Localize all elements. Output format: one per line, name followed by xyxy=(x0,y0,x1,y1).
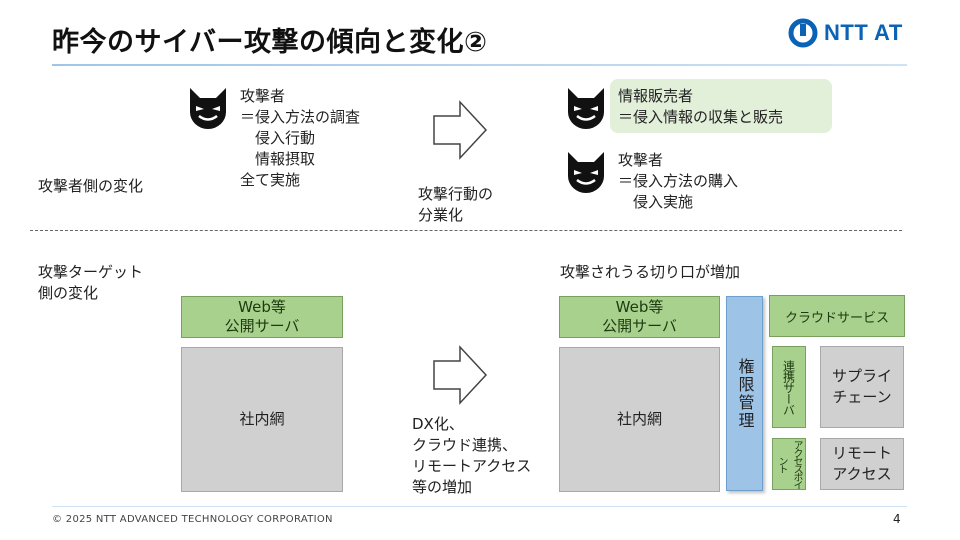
left-web-server-box: Web等 公開サーバ xyxy=(181,296,343,338)
page-number: 4 xyxy=(893,512,901,526)
section-divider xyxy=(30,230,902,231)
attacker-before-text: 攻撃者 ＝侵入方法の調査 侵入行動 情報摂取 全て実施 xyxy=(240,87,361,189)
devil-icon xyxy=(190,88,226,129)
link-server-box: 連携サーバ xyxy=(772,346,806,428)
attacker-side-label: 攻撃者側の変化 xyxy=(38,177,144,195)
access-management-label: 権限管理 xyxy=(735,357,755,430)
link-server-label: 連携サーバ xyxy=(781,359,796,415)
right-internal-network-box: 社内網 xyxy=(559,347,720,492)
right-arrow-icon xyxy=(433,100,488,160)
seller-highlight xyxy=(610,79,832,133)
company-logo: NTT AT xyxy=(788,18,903,48)
devil-icon xyxy=(568,152,604,193)
right-web-server-box: Web等 公開サーバ xyxy=(559,296,720,338)
devil-icon xyxy=(568,88,604,129)
attacker-after-text: 攻撃者 ＝侵入方法の購入 侵入実施 xyxy=(618,151,739,211)
attack-surface-heading: 攻撃されうる切り口が増加 xyxy=(560,263,741,281)
division-of-labor-label: 攻撃行動の 分業化 xyxy=(418,185,494,224)
access-management-box: 権限管理 xyxy=(726,296,763,491)
access-point-box: アクセスポイント xyxy=(772,438,806,490)
supply-chain-box: サプライ チェーン xyxy=(820,346,904,428)
info-seller-text: 情報販売者 ＝侵入情報の収集と販売 xyxy=(618,87,784,126)
cloud-service-box: クラウドサービス xyxy=(769,295,905,337)
right-arrow-icon xyxy=(433,345,488,405)
dx-trend-label: DX化、 クラウド連携、 リモートアクセス 等の増加 xyxy=(412,415,532,496)
access-point-label: アクセスポイント xyxy=(776,440,802,488)
footer-divider xyxy=(52,506,907,507)
left-internal-network-box: 社内網 xyxy=(181,347,343,492)
page-title: 昨今のサイバー攻撃の傾向と変化② xyxy=(52,27,488,58)
copyright-text: © 2025 NTT ADVANCED TECHNOLOGY CORPORATI… xyxy=(52,514,333,525)
logo-text: NTT AT xyxy=(824,20,903,45)
target-side-label: 攻撃ターゲット 側の変化 xyxy=(38,263,144,302)
remote-access-box: リモート アクセス xyxy=(820,438,904,490)
title-divider xyxy=(52,64,907,66)
ntt-logo-icon xyxy=(788,18,818,48)
